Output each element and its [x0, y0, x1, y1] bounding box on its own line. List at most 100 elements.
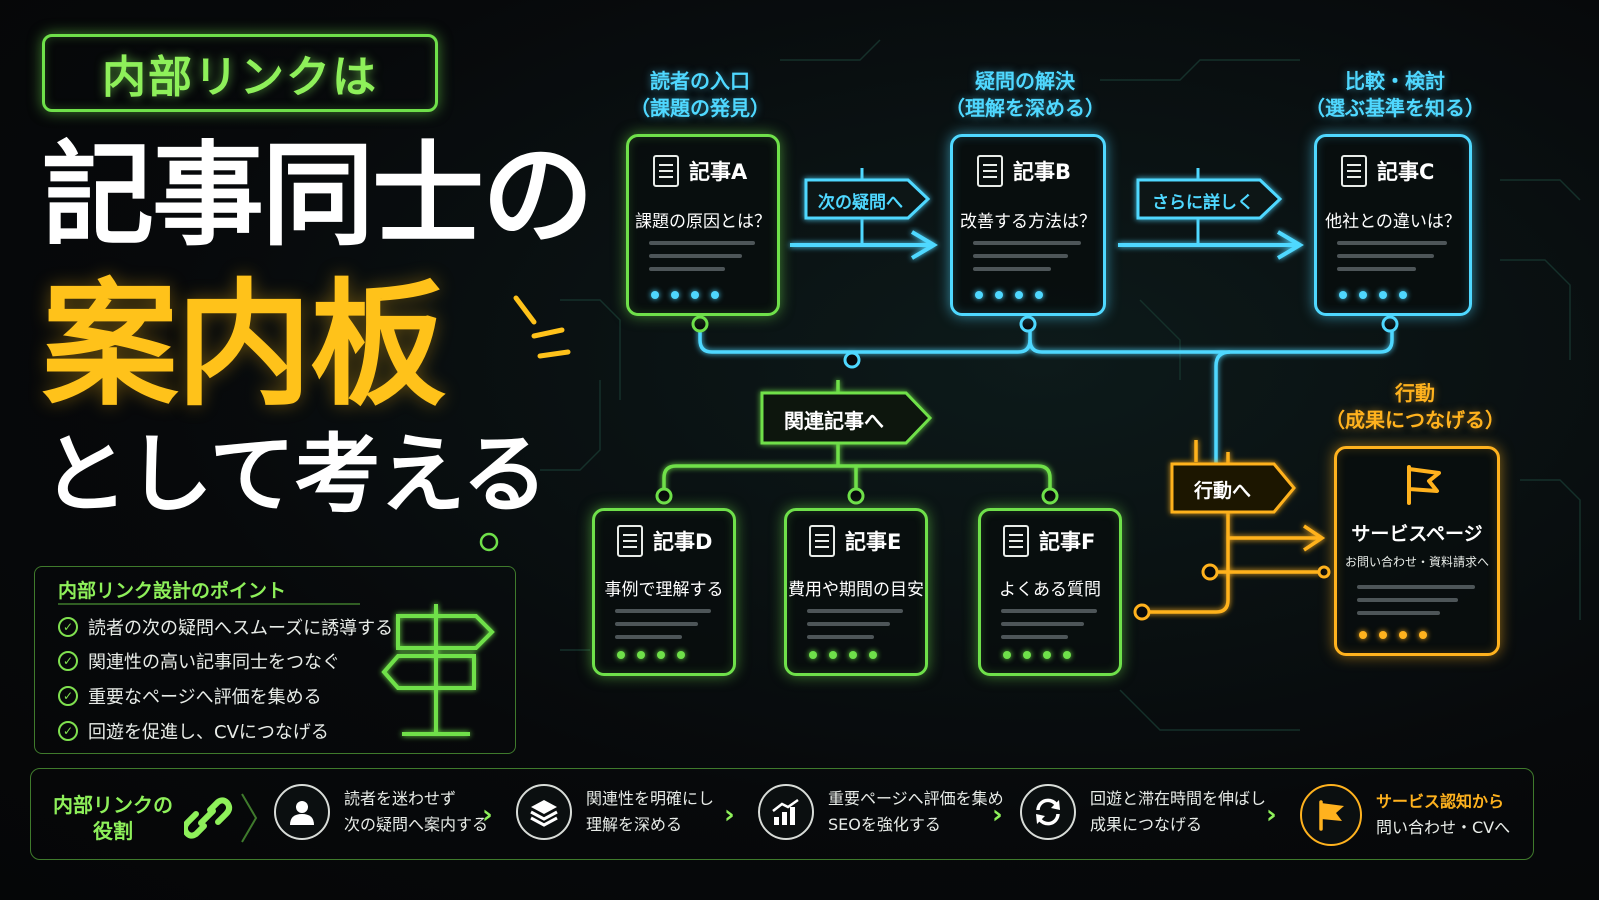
role-step-line: 読者を迷わせず [344, 789, 457, 808]
point-item: ✓ 重要なページへ評価を集める [58, 683, 322, 709]
card-question: 改善する方法は？ [960, 212, 1096, 232]
chevron-right-icon: › [992, 800, 1003, 830]
flag-icon [1407, 465, 1441, 505]
stage-label-compare: 比較・検討 （選ぶ基準を知る） [1290, 68, 1500, 122]
related-sign-shape [760, 391, 933, 445]
role-step-line: 次の疑問へ案内する [344, 815, 489, 834]
signpost-icon [381, 604, 495, 736]
role-step-line: 理解を深める [586, 815, 683, 834]
title-line-1: 記事同士の [42, 131, 594, 261]
roles-title-line: 役割 [93, 819, 133, 843]
service-page-card[interactable]: サービスページ お問い合わせ・資料請求へ [1334, 446, 1500, 656]
point-item: ✓ 読者の次の疑問へスムーズに誘導する [58, 614, 393, 640]
card-dots [1003, 651, 1071, 659]
check-icon: ✓ [58, 617, 78, 637]
user-icon [274, 784, 330, 840]
card-text-lines [1337, 241, 1447, 280]
spark-lines [513, 295, 571, 359]
point-text: 関連性の高い記事同士をつなぐ [88, 652, 340, 673]
stage-label-line: 疑問の解決 [975, 69, 1075, 93]
card-text-lines [973, 241, 1081, 280]
role-step: 関連性を明確にし 理解を深める [516, 784, 714, 840]
card-title: 記事E [845, 530, 902, 554]
card-question: 事例で理解する [604, 580, 724, 600]
article-card-e[interactable]: 記事E 費用や期間の目安 [784, 508, 928, 676]
document-icon [653, 155, 679, 187]
card-title: 記事D [653, 530, 713, 554]
card-header: 記事B [977, 155, 1071, 187]
card-text-lines [649, 241, 755, 280]
refresh-icon [1020, 784, 1076, 840]
next-question-sign-shape [804, 178, 931, 220]
card-dots [1359, 631, 1427, 639]
stage-label-line: 比較・検討 [1345, 69, 1445, 93]
more-detail-sign-shape [1136, 178, 1283, 220]
article-card-b[interactable]: 記事B 改善する方法は？ [950, 134, 1106, 316]
check-icon: ✓ [58, 686, 78, 706]
stage-label-line: 行動 [1395, 381, 1435, 405]
sign-next-question: 次の疑問へ [818, 193, 903, 213]
card-text-lines [1357, 585, 1475, 624]
stage-label-action: 行動 （成果につなげる） [1310, 380, 1520, 434]
cyan-nodes [691, 315, 1399, 369]
layers-icon [516, 784, 572, 840]
article-card-d[interactable]: 記事D 事例で理解する [592, 508, 736, 676]
roles-title: 内部リンクの 役割 [48, 792, 178, 844]
roles-title-line: 内部リンクの [53, 793, 173, 817]
role-step-text: 読者を迷わせず 次の疑問へ案内する [344, 786, 488, 838]
service-title: サービスページ [1351, 523, 1483, 545]
stage-label-line: （課題の発見） [630, 96, 770, 120]
role-step-line: 問い合わせ・CVへ [1376, 818, 1511, 837]
card-question: 他社との違いは？ [1325, 212, 1461, 232]
document-icon [1003, 525, 1029, 557]
card-dots [617, 651, 685, 659]
flag-icon [1300, 784, 1362, 846]
card-dots [1339, 291, 1407, 299]
card-title: 記事F [1039, 530, 1096, 554]
stage-label-entry: 読者の入口 （課題の発見） [600, 68, 800, 122]
check-icon: ✓ [58, 721, 78, 741]
action-sign-shape [1170, 462, 1296, 514]
stage-label-line: （選ぶ基準を知る） [1305, 96, 1485, 120]
article-card-a[interactable]: 記事A 課題の原因とは？ [626, 134, 780, 316]
article-card-f[interactable]: 記事F よくある質問 [978, 508, 1122, 676]
point-text: 読者の次の疑問へスムーズに誘導する [88, 618, 394, 639]
card-header: 記事C [1341, 155, 1434, 187]
title-tag: 内部リンクは [42, 34, 438, 112]
article-card-c[interactable]: 記事C 他社との違いは？ [1314, 134, 1472, 316]
card-header: 記事F [1003, 525, 1095, 557]
role-step-line: 回遊と滞在時間を伸ばし [1090, 789, 1267, 808]
title-line-3: として考える [42, 425, 548, 525]
points-box [34, 566, 516, 754]
role-step-line: サービス認知から [1376, 792, 1505, 811]
card-question: よくある質問 [999, 580, 1101, 600]
role-step: 回遊と滞在時間を伸ばし 成果につなげる [1020, 784, 1266, 840]
point-text: 重要なページへ評価を集める [88, 687, 322, 708]
card-question: 課題の原因とは？ [635, 212, 771, 232]
points-title: 内部リンク設計のポイント [58, 580, 287, 602]
stage-label-solve: 疑問の解決 （理解を深める） [925, 68, 1125, 122]
check-icon: ✓ [58, 651, 78, 671]
orange-nodes [1133, 563, 1331, 621]
link-chain-icon [184, 797, 233, 839]
bracket-chevron [241, 793, 258, 843]
document-icon [977, 155, 1003, 187]
card-text-lines [1001, 609, 1097, 648]
stage-label-line: （理解を深める） [945, 96, 1105, 120]
title-tag-text: 内部リンクは [102, 52, 378, 103]
role-step-text: 回遊と滞在時間を伸ばし 成果につなげる [1090, 786, 1266, 838]
card-header: 記事D [617, 525, 712, 557]
role-step: 読者を迷わせず 次の疑問へ案内する [274, 784, 488, 840]
stage-label-line: （成果につなげる） [1325, 408, 1505, 432]
card-header: 記事A [653, 155, 747, 187]
role-step-line: 成果につなげる [1090, 815, 1203, 834]
role-step-line: 重要ページへ評価を集め [828, 789, 1004, 808]
point-item: ✓ 関連性の高い記事同士をつなぐ [58, 648, 340, 674]
card-dots [809, 651, 877, 659]
cyan-tree [698, 326, 1394, 468]
sign-more-detail: さらに詳しく [1152, 193, 1254, 213]
card-dots [975, 291, 1043, 299]
cyan-flow-arrows [790, 230, 1304, 260]
